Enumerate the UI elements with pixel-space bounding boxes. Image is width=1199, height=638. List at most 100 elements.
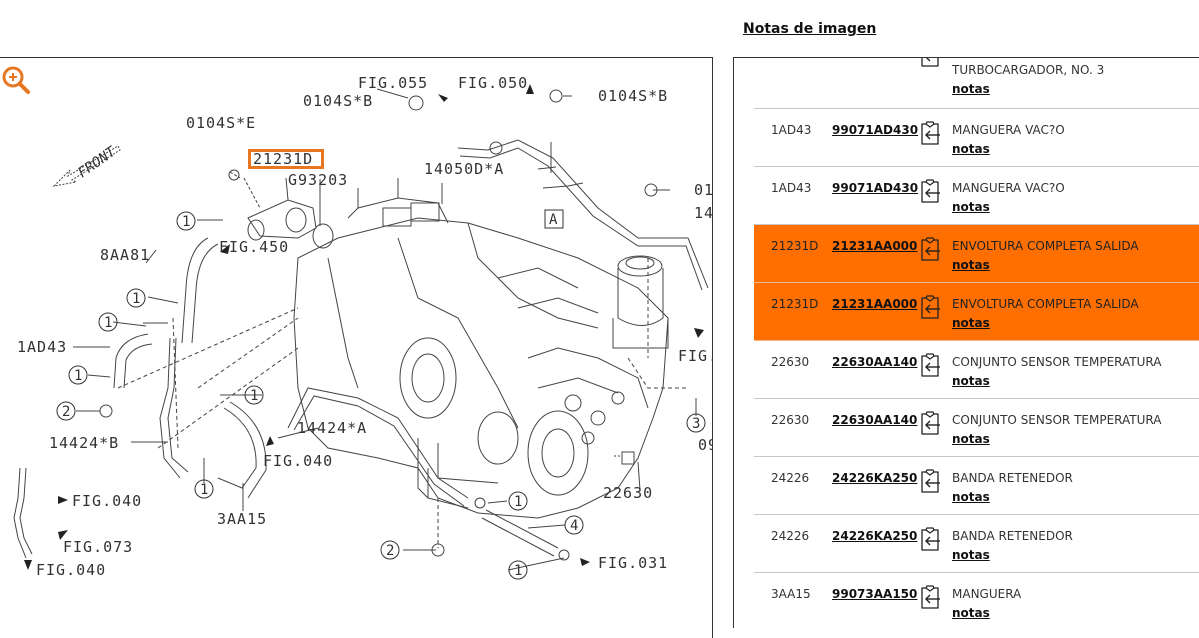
part-description: ENVOLTURA COMPLETA SALIDA bbox=[952, 239, 1139, 253]
ref-code: 22630 bbox=[771, 413, 810, 427]
label-0104sb-left: 0104S*B bbox=[303, 92, 373, 110]
parts-list-row[interactable]: 22630 22630AA140 CONJUNTO SENSOR TEMPERA… bbox=[754, 341, 1199, 399]
label-14050da: 14050D*A bbox=[424, 160, 504, 178]
ref-code: 22630 bbox=[771, 355, 810, 369]
add-to-list-icon[interactable] bbox=[920, 585, 940, 609]
label-fig040-mid: FIG.040 bbox=[263, 452, 333, 470]
pipe-lower-4 bbox=[474, 497, 570, 561]
add-to-list-icon[interactable] bbox=[920, 179, 940, 203]
label-14424a: 14424*A bbox=[297, 419, 367, 437]
part-description: ENVOLTURA COMPLETA SALIDA bbox=[952, 297, 1139, 311]
part-number-link[interactable]: 99071AD430 bbox=[832, 123, 919, 137]
notes-panel[interactable]: TURBOCARGADOR, NO. 3 notas 1AD43 99071AD… bbox=[733, 57, 1199, 628]
engine-block bbox=[293, 178, 669, 519]
notes-link[interactable]: notas bbox=[952, 82, 990, 96]
notes-link[interactable]: notas bbox=[952, 258, 990, 272]
parts-list-row[interactable]: 21231D 21231AA000 ENVOLTURA COMPLETA SAL… bbox=[754, 283, 1199, 341]
part-number-link[interactable]: 99071AD430 bbox=[832, 181, 919, 195]
label-fig031: FIG.031 bbox=[598, 554, 668, 572]
label-22630: 22630 bbox=[603, 484, 653, 502]
parts-list-row[interactable]: 24226 24226KA250 BANDA RETENEDOR notas bbox=[754, 457, 1199, 515]
add-to-list-icon[interactable] bbox=[920, 353, 940, 377]
notes-link[interactable]: notas bbox=[952, 316, 990, 330]
ref-code: 1AD43 bbox=[771, 123, 812, 137]
pipe-14424b bbox=[159, 337, 189, 479]
hose-1ad43 bbox=[113, 333, 153, 389]
label-21231d: 21231D bbox=[253, 150, 313, 168]
parts-list-row[interactable]: 1AD43 99071AD430 MANGUERA VAC?O notas bbox=[754, 167, 1199, 225]
add-to-list-icon[interactable] bbox=[920, 121, 940, 145]
notes-list: TURBOCARGADOR, NO. 3 notas 1AD43 99071AD… bbox=[754, 58, 1199, 628]
parts-list-row[interactable]: 3AA15 99073AA150 MANGUERA notas bbox=[754, 573, 1199, 628]
part-description: MANGUERA VAC?O bbox=[952, 181, 1065, 195]
part-description: BANDA RETENEDOR bbox=[952, 529, 1073, 543]
ref-code: 21231D bbox=[771, 297, 819, 311]
notes-link[interactable]: notas bbox=[952, 548, 990, 562]
notes-panel-title[interactable]: Notas de imagen bbox=[743, 21, 877, 37]
notes-link[interactable]: notas bbox=[952, 374, 990, 388]
hose-8aa81 bbox=[181, 237, 219, 344]
label-right-fig: FIG. bbox=[678, 347, 712, 365]
circle-ref-1: 1 bbox=[182, 214, 190, 230]
label-fig450: FIG.450 bbox=[219, 238, 289, 256]
label-fig050: FIG.050 bbox=[458, 74, 528, 92]
notes-link[interactable]: notas bbox=[952, 200, 990, 214]
parts-list-row[interactable]: 22630 22630AA140 CONJUNTO SENSOR TEMPERA… bbox=[754, 399, 1199, 457]
section-a-label: A bbox=[549, 212, 558, 228]
circle-ref-1: 1 bbox=[200, 482, 208, 498]
part-number-link[interactable]: 24226KA250 bbox=[832, 529, 918, 543]
notes-link[interactable]: notas bbox=[952, 490, 990, 504]
part-number-link[interactable]: 22630AA140 bbox=[832, 413, 918, 427]
part-description: MANGUERA VAC?O bbox=[952, 123, 1065, 137]
label-3aa15: 3AA15 bbox=[217, 510, 267, 528]
label-14424b: 14424*B bbox=[49, 434, 119, 452]
part-description: TURBOCARGADOR, NO. 3 bbox=[952, 63, 1105, 77]
selected-callout-highlight[interactable] bbox=[248, 149, 324, 169]
label-1ad43: 1AD43 bbox=[17, 338, 67, 356]
part-number-link[interactable]: 21231AA000 bbox=[832, 239, 918, 253]
part-number-link[interactable]: 99073AA150 bbox=[832, 587, 918, 601]
parts-list-row[interactable]: TURBOCARGADOR, NO. 3 notas bbox=[754, 58, 1199, 109]
part-number-link[interactable]: 22630AA140 bbox=[832, 355, 918, 369]
bolts bbox=[99, 89, 658, 557]
section-a-box bbox=[544, 209, 564, 229]
zoom-in-button[interactable] bbox=[0, 64, 32, 96]
parts-list-row[interactable]: 21231D 21231AA000 ENVOLTURA COMPLETA SAL… bbox=[754, 225, 1199, 283]
circle-ref-1: 1 bbox=[132, 291, 140, 307]
label-g93203: G93203 bbox=[288, 171, 348, 189]
parts-diagram[interactable]: A FRONT FIG.055 FIG.050 0104S*B 0104S*B … bbox=[0, 57, 713, 638]
coolant-pipe-upper bbox=[457, 139, 709, 291]
label-0104sb-right: 0104S*B bbox=[598, 87, 668, 105]
part-number-link[interactable]: 24226KA250 bbox=[832, 471, 918, 485]
parts-list-row[interactable]: 1AD43 99071AD430 MANGUERA VAC?O notas bbox=[754, 109, 1199, 167]
circle-ref-1: 1 bbox=[514, 563, 522, 579]
ref-code: 21231D bbox=[771, 239, 819, 253]
notes-link[interactable]: notas bbox=[952, 142, 990, 156]
label-8aa81: 8AA81 bbox=[100, 246, 150, 264]
leader-dashes bbox=[117, 258, 688, 548]
add-to-list-icon[interactable] bbox=[920, 58, 940, 67]
add-to-list-icon[interactable] bbox=[920, 527, 940, 551]
label-leaders bbox=[73, 88, 697, 571]
pipe-bracket-left bbox=[13, 467, 33, 559]
part-description: MANGUERA bbox=[952, 587, 1022, 601]
ref-code: 24226 bbox=[771, 529, 810, 543]
hose-3aa15 bbox=[217, 401, 267, 499]
add-to-list-icon[interactable] bbox=[920, 237, 940, 261]
label-fig040-left-b: FIG.040 bbox=[36, 561, 106, 579]
add-to-list-icon[interactable] bbox=[920, 295, 940, 319]
engine-illustration: A FRONT FIG.055 FIG.050 0104S*B 0104S*B … bbox=[13, 74, 712, 580]
notes-link[interactable]: notas bbox=[952, 432, 990, 446]
parts-list-row[interactable]: 24226 24226KA250 BANDA RETENEDOR notas bbox=[754, 515, 1199, 573]
part-description: CONJUNTO SENSOR TEMPERATURA bbox=[952, 413, 1162, 427]
notes-link[interactable]: notas bbox=[952, 606, 990, 620]
label-fig073: FIG.073 bbox=[63, 538, 133, 556]
part-number-link[interactable]: 21231AA000 bbox=[832, 297, 918, 311]
add-to-list-icon[interactable] bbox=[920, 411, 940, 435]
circle-refs bbox=[56, 211, 706, 580]
add-to-list-icon[interactable] bbox=[920, 469, 940, 493]
pipe-14424a bbox=[287, 387, 469, 507]
sensor-22630 bbox=[614, 451, 635, 465]
circle-ref-1: 1 bbox=[104, 315, 112, 331]
circle-ref-2: 2 bbox=[386, 543, 394, 559]
